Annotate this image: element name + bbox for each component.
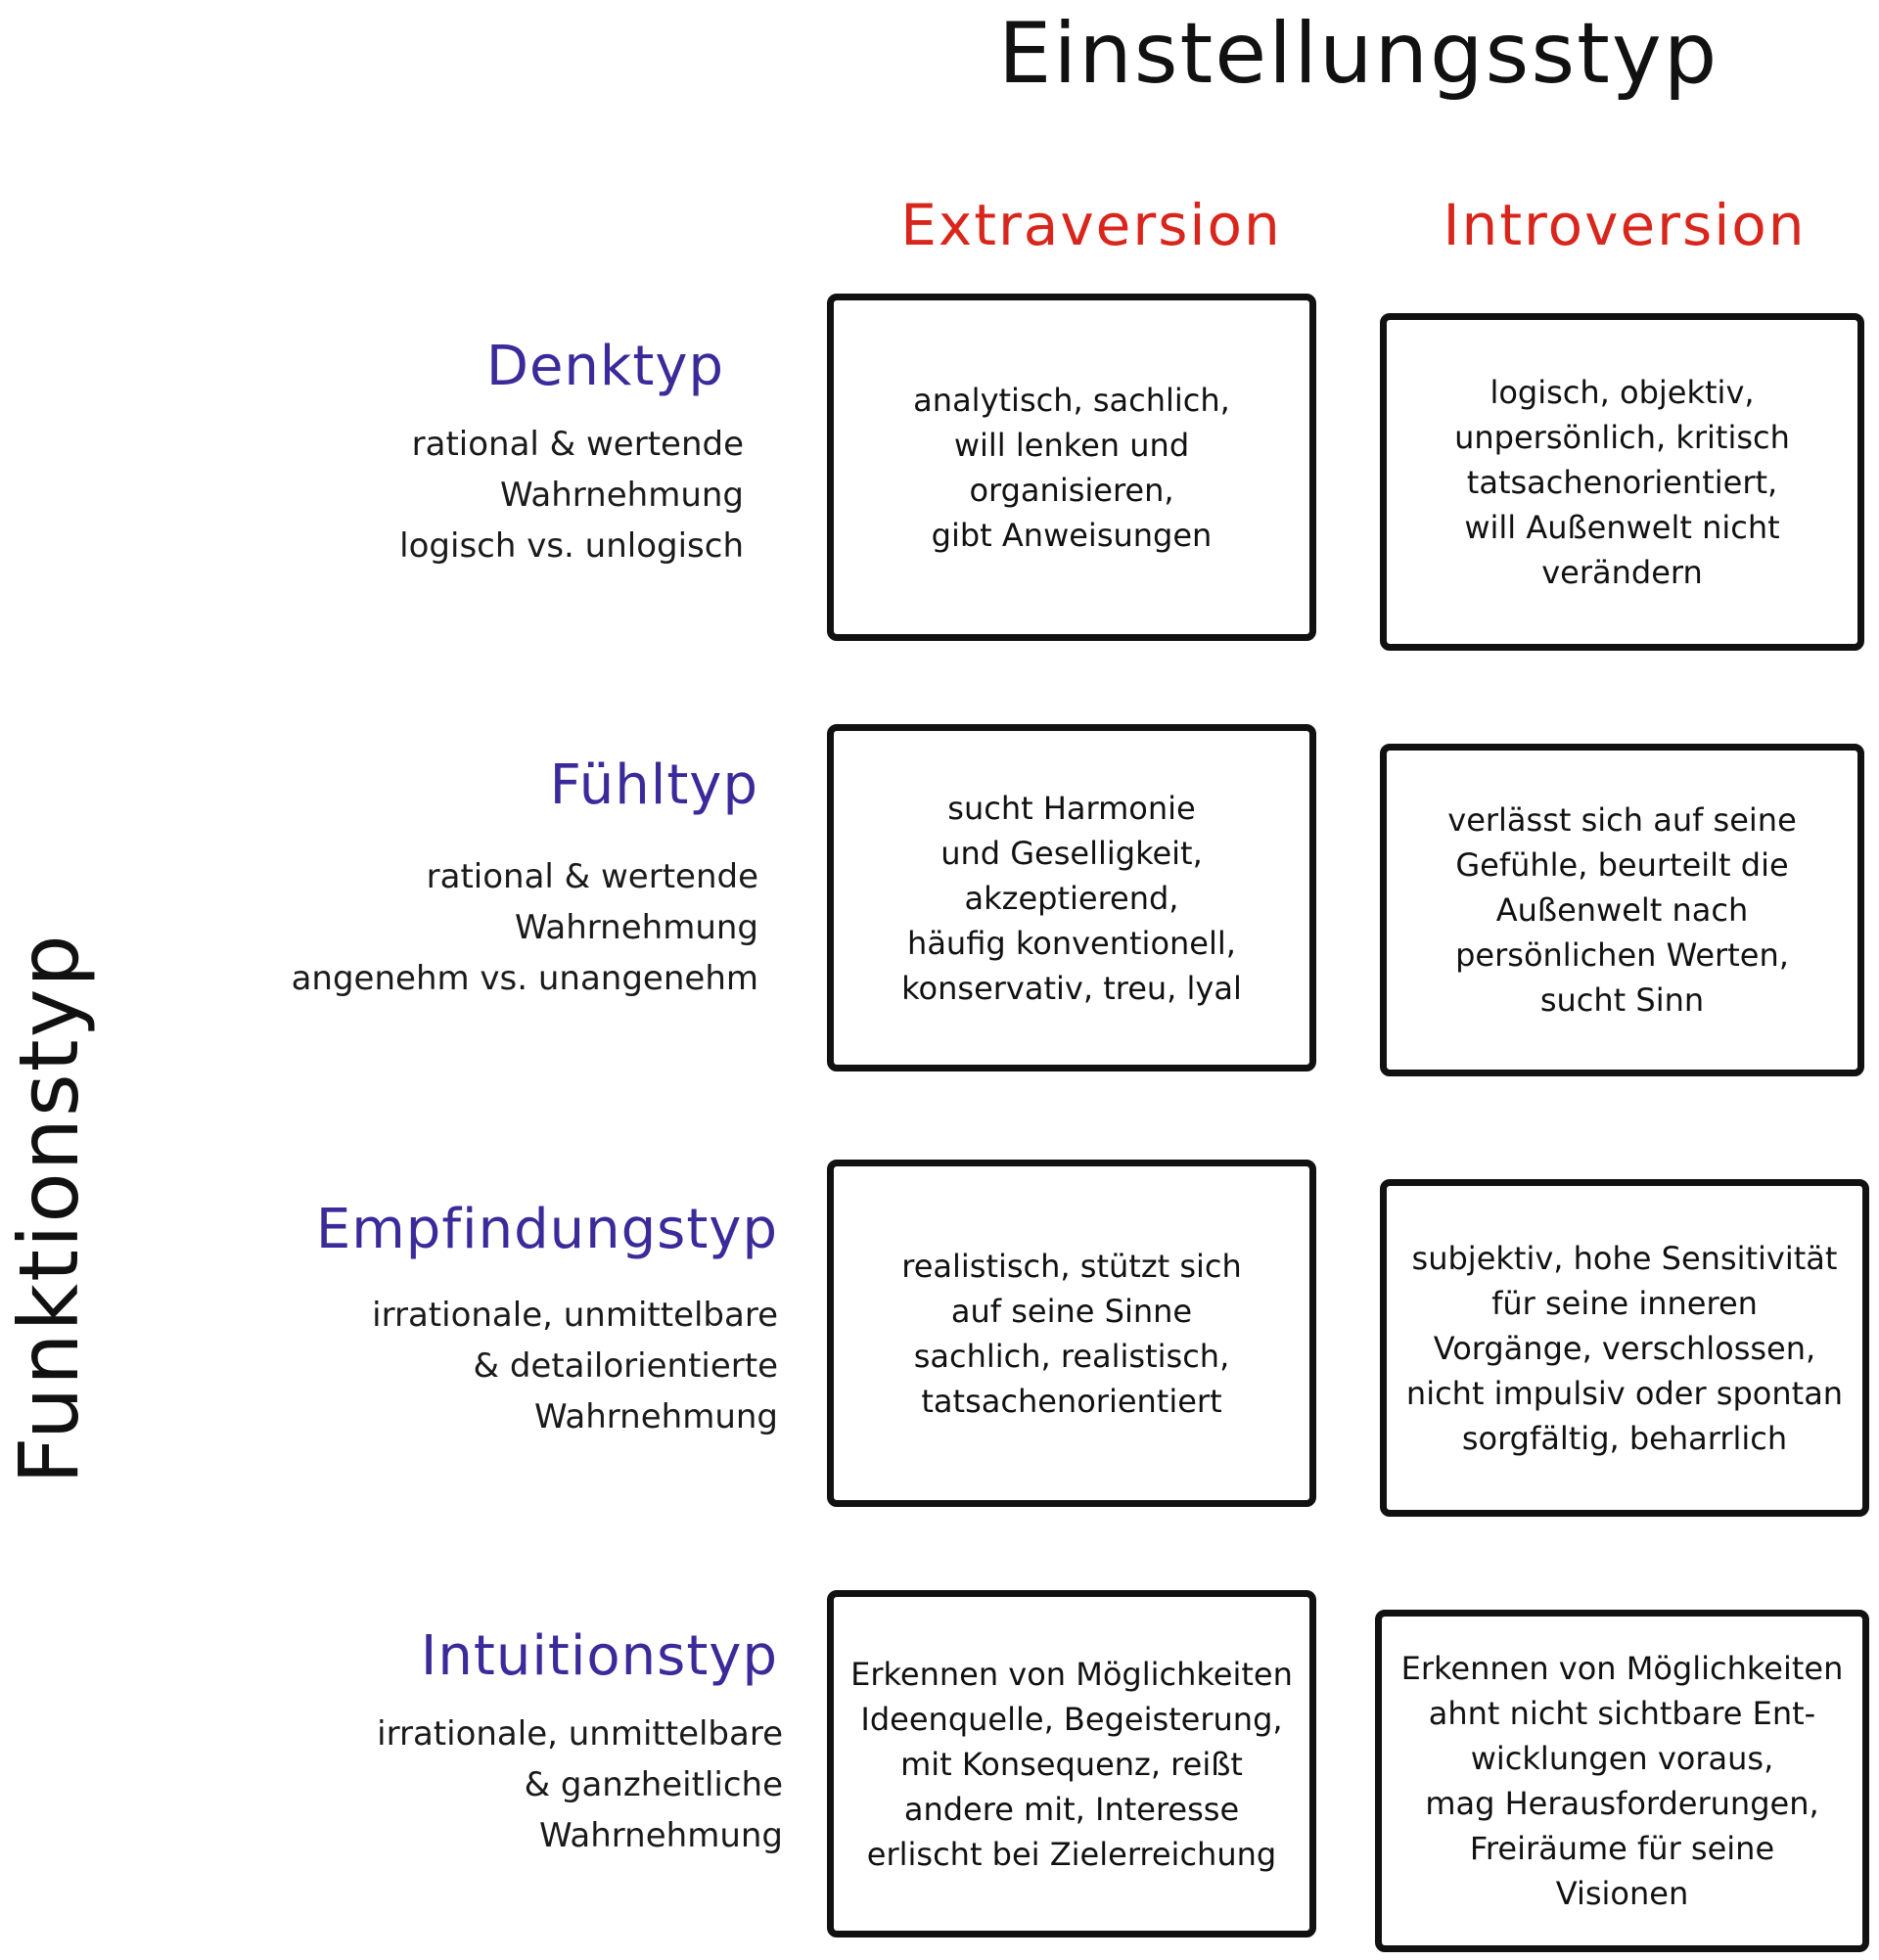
cell-text: analytisch, sachlich, will lenken und or… <box>913 381 1230 554</box>
cell-text: Erkennen von Möglichkeiten ahnt nicht si… <box>1400 1650 1844 1912</box>
row-description-denktyp: rational & wertende Wahrnehmung logisch … <box>399 425 744 566</box>
cell-text: logisch, objektiv, unpersönlich, kritisc… <box>1454 373 1790 591</box>
row-title-fuehltyp: Fühltyp <box>549 753 758 817</box>
cell-text: sucht Harmonie und Geselligkeit, akzepti… <box>901 789 1242 1007</box>
row-description-empfindungstyp: irrationale, unmittelbare & detailorient… <box>372 1296 778 1436</box>
cell-intuitionstyp-extraversion: Erkennen von Möglichkeiten Ideenquelle, … <box>827 1590 1316 1937</box>
column-header-introversion: Introversion <box>1443 192 1807 258</box>
cell-denktyp-introversion: logisch, objektiv, unpersönlich, kritisc… <box>1380 313 1864 651</box>
column-header-extraversion: Extraversion <box>900 192 1282 258</box>
row-description-intuitionstyp: irrationale, unmittelbare & ganzheitlich… <box>377 1714 783 1855</box>
cell-intuitionstyp-introversion: Erkennen von Möglichkeiten ahnt nicht si… <box>1375 1610 1869 1952</box>
cell-fuehltyp-introversion: verlässt sich auf seine Gefühle, beurtei… <box>1380 744 1864 1076</box>
row-title-empfindungstyp: Empfindungstyp <box>315 1198 778 1261</box>
cell-text: verlässt sich auf seine Gefühle, beurtei… <box>1447 801 1797 1019</box>
cell-denktyp-extraversion: analytisch, sachlich, will lenken und or… <box>827 294 1316 641</box>
cell-text: Erkennen von Möglichkeiten Ideenquelle, … <box>850 1655 1293 1873</box>
cell-fuehltyp-extraversion: sucht Harmonie und Geselligkeit, akzepti… <box>827 724 1316 1071</box>
cell-empfindungstyp-extraversion: realistisch, stützt sich auf seine Sinne… <box>827 1160 1316 1507</box>
row-description-fuehltyp: rational & wertende Wahrnehmung angenehm… <box>291 857 758 998</box>
cell-text: subjektiv, hohe Sensitivität für seine i… <box>1405 1239 1844 1457</box>
row-title-denktyp: Denktyp <box>485 335 724 398</box>
cell-text: realistisch, stützt sich auf seine Sinne… <box>901 1247 1242 1420</box>
cell-empfindungstyp-introversion: subjektiv, hohe Sensitivität für seine i… <box>1380 1179 1869 1517</box>
row-title-intuitionstyp: Intuitionstyp <box>420 1624 778 1688</box>
diagram-title: Einstellungsstyp <box>998 5 1719 103</box>
